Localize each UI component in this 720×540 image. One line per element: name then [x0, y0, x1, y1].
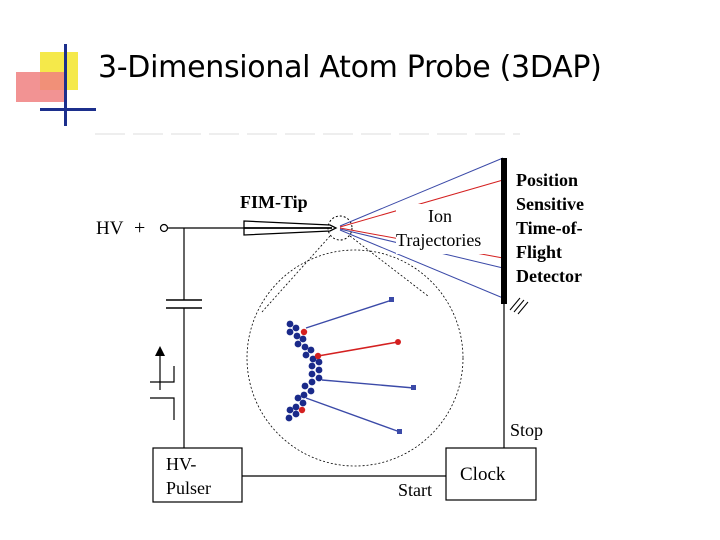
tip-magnified-view — [246, 249, 464, 467]
magnified-ion-3 — [321, 379, 415, 389]
atom — [302, 351, 310, 359]
plus-sign: + — [134, 217, 145, 239]
atom — [286, 320, 294, 328]
atom — [315, 366, 323, 374]
atom — [286, 406, 294, 414]
ion-trajectory-2 — [339, 179, 504, 228]
atom — [308, 362, 316, 370]
hv-pulser-label-line1: HV- — [166, 454, 196, 474]
atom-red — [298, 406, 306, 414]
ground-hatch-3 — [517, 301, 529, 315]
atom — [294, 394, 302, 402]
atom — [285, 414, 293, 422]
magnified-ion-2 — [317, 341, 399, 357]
atom — [315, 358, 323, 366]
title-decoration-red — [16, 72, 64, 102]
atom — [307, 387, 315, 395]
atom — [309, 355, 317, 363]
ion-trajectory-1 — [339, 157, 504, 227]
atom — [293, 332, 301, 340]
atom — [294, 340, 302, 348]
detector-label-line2: Sensitive — [516, 194, 584, 214]
ion-label-background — [396, 204, 500, 254]
atom — [315, 374, 323, 382]
magnified-ion-4-end — [397, 429, 402, 434]
stop-label: Stop — [510, 420, 543, 440]
tip-apex-zoom-circle — [327, 215, 353, 241]
detector-label-line5: Detector — [516, 266, 582, 286]
atom — [292, 403, 300, 411]
tip-surface-atoms — [285, 320, 323, 422]
tip-surface-red-atoms — [298, 328, 322, 414]
start-label: Start — [398, 480, 432, 500]
detector-label-line1: Position — [516, 170, 578, 190]
magnified-ion-2-end — [395, 339, 401, 345]
atom — [292, 410, 300, 418]
atom — [299, 335, 307, 343]
magnified-ion-4 — [305, 397, 401, 433]
detector-label-line3: Time-of- — [516, 218, 583, 238]
clock-box — [445, 447, 537, 501]
ground-hatch-2 — [513, 299, 525, 313]
pulse-shape-top — [150, 366, 175, 383]
atom — [286, 328, 294, 336]
detector-plate — [501, 158, 507, 304]
hv-terminal — [159, 223, 169, 233]
magnified-ion-3-end — [411, 385, 416, 390]
ground-hatch-1 — [509, 297, 521, 311]
atom-red — [300, 328, 308, 336]
fim-tip-label: FIM-Tip — [240, 192, 308, 212]
detector-label-line4: Flight — [516, 242, 562, 262]
ion-trajectory-5 — [339, 229, 504, 299]
ion-label-line2: Trajectories — [396, 230, 481, 250]
magnified-ion-1 — [305, 299, 393, 329]
magnified-ion-1-end — [389, 297, 394, 302]
clock-label: Clock — [460, 464, 506, 485]
hv-pulser-box — [152, 447, 243, 503]
title-decoration-horizontal-bar — [40, 108, 96, 111]
atom — [301, 382, 309, 390]
zoom-cone-left — [261, 235, 331, 313]
atom — [301, 343, 309, 351]
atom — [308, 378, 316, 386]
atom-red — [314, 352, 322, 360]
atom — [307, 346, 315, 354]
title-decoration-vertical-bar — [64, 44, 67, 126]
atom — [308, 370, 316, 378]
slide-title: 3-Dimensional Atom Probe (3DAP) — [98, 50, 602, 85]
pulse-arrow-head — [155, 346, 165, 356]
atom — [292, 324, 300, 332]
ion-label-line1: Ion — [428, 206, 452, 226]
pulse-shape-bottom — [150, 397, 175, 420]
atom — [300, 391, 308, 399]
atom — [299, 399, 307, 407]
zoom-cone-right — [349, 235, 429, 297]
hv-pulser-label-line2: Pulser — [166, 478, 211, 498]
hv-label: HV — [96, 218, 124, 239]
